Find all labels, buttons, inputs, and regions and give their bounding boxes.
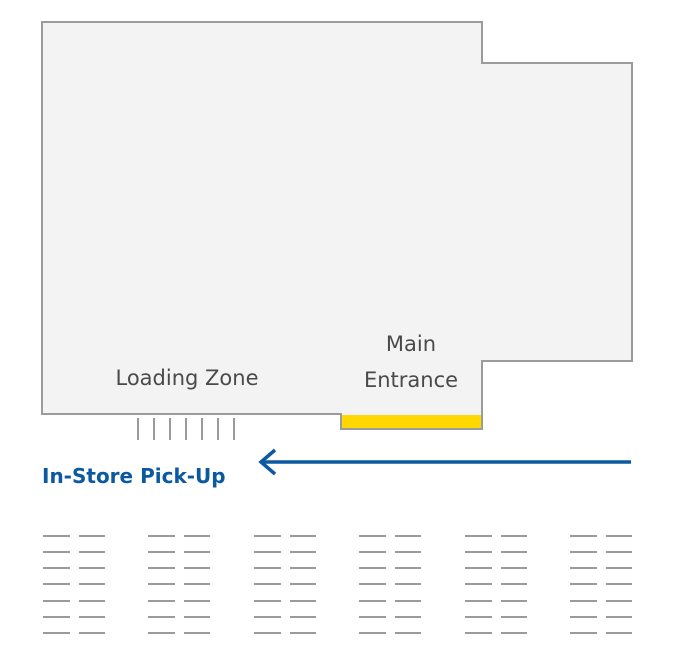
main-entrance-marker[interactable] <box>342 415 481 428</box>
loading-zone-label: Loading Zone <box>115 366 259 390</box>
main-entrance-line2: Entrance <box>363 368 459 392</box>
pickup-arrow-icon <box>258 448 631 476</box>
store-building[interactable] <box>41 21 633 430</box>
main-entrance-label: Main Entrance <box>350 326 472 398</box>
in-store-pickup-label[interactable]: In-Store Pick-Up <box>42 464 226 488</box>
loading-dock-lines <box>137 418 235 440</box>
main-entrance-line1: Main <box>385 332 437 356</box>
parking-lot <box>43 535 632 634</box>
